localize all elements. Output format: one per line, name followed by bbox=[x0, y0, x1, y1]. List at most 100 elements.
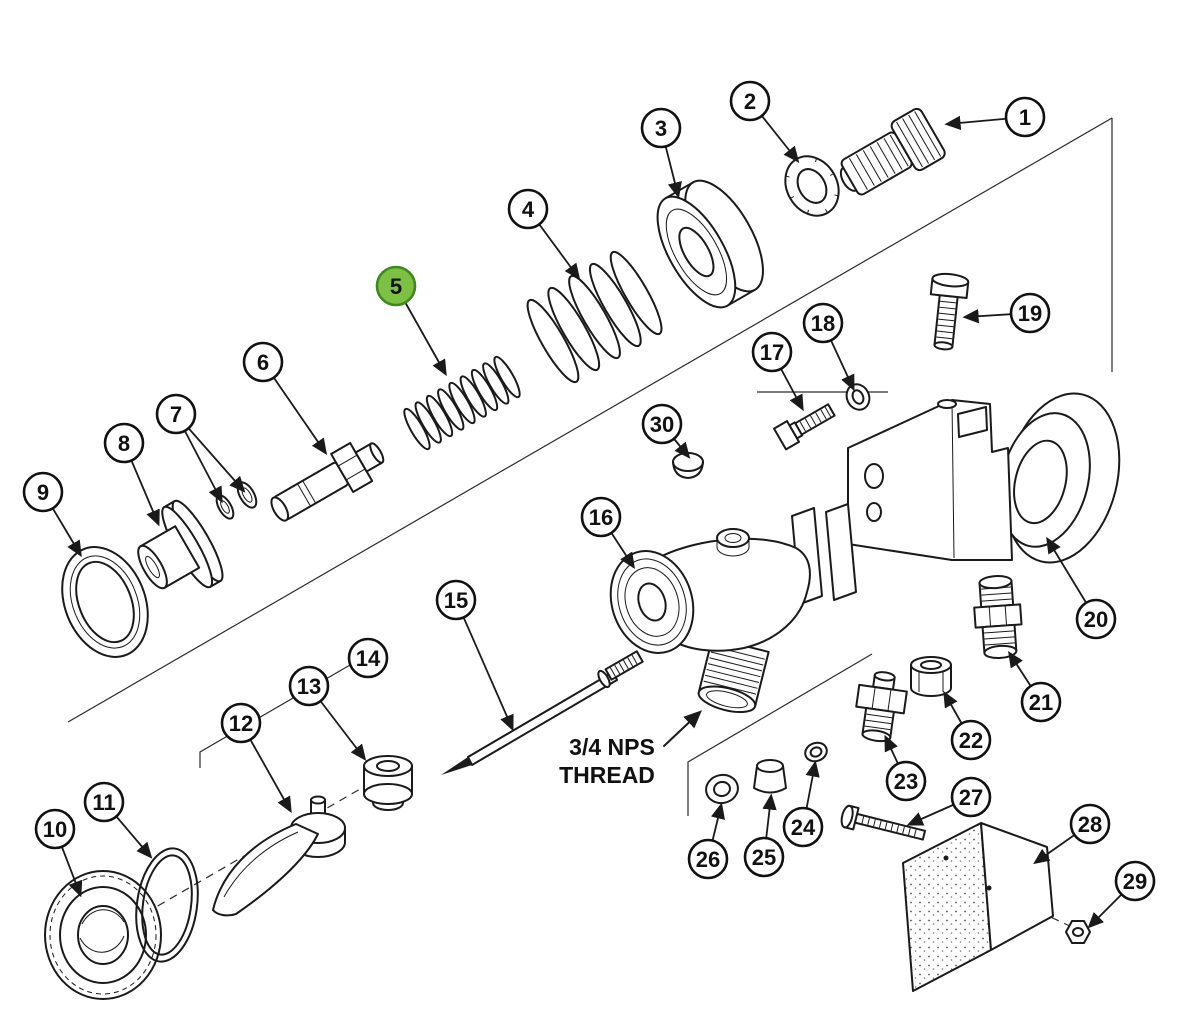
callout-13[interactable]: 13 bbox=[288, 665, 367, 761]
part-20-head-casting bbox=[847, 392, 1121, 564]
callout-circle-26[interactable] bbox=[687, 838, 729, 880]
part-12-trigger-lever bbox=[212, 795, 346, 917]
callout-number-2: 2 bbox=[744, 89, 756, 114]
part-17-screw bbox=[773, 403, 836, 451]
callout-circle-4[interactable] bbox=[507, 188, 549, 230]
callout-number-22: 22 bbox=[959, 728, 983, 753]
part-10-ring-nut bbox=[44, 870, 162, 1000]
callout-circle-20[interactable] bbox=[1075, 598, 1117, 640]
callout-number-23: 23 bbox=[894, 769, 918, 794]
callout-21[interactable]: 21 bbox=[1008, 650, 1062, 723]
callout-circle-16[interactable] bbox=[580, 496, 622, 538]
callout-16[interactable]: 16 bbox=[580, 496, 635, 570]
part-18-lock-washer bbox=[845, 383, 871, 411]
callout-25[interactable]: 25 bbox=[743, 793, 785, 878]
callout-number-9: 9 bbox=[37, 480, 49, 505]
callout-5[interactable]: 5 bbox=[375, 265, 447, 377]
callout-27[interactable]: 27 bbox=[906, 776, 992, 826]
callout-17[interactable]: 17 bbox=[751, 331, 804, 412]
callout-circle-8[interactable] bbox=[103, 422, 145, 464]
callout-9[interactable]: 9 bbox=[22, 471, 82, 558]
callout-circle-17[interactable] bbox=[751, 331, 793, 373]
callout-number-28: 28 bbox=[1078, 812, 1102, 837]
callout-circle-24[interactable] bbox=[782, 806, 824, 848]
part-28-bracket-plate bbox=[902, 822, 1054, 992]
callout-2[interactable]: 2 bbox=[729, 80, 800, 163]
callout-11[interactable]: 11 bbox=[83, 781, 153, 859]
callout-3[interactable]: 3 bbox=[640, 107, 682, 199]
callout-circle-18[interactable] bbox=[802, 302, 844, 344]
callout-number-21: 21 bbox=[1029, 690, 1053, 715]
part-27-machine-screw bbox=[840, 804, 927, 841]
callout-18[interactable]: 18 bbox=[802, 302, 855, 392]
callout-circle-6[interactable] bbox=[242, 341, 284, 383]
callout-circle-29[interactable] bbox=[1114, 860, 1156, 902]
callout-circle-3[interactable] bbox=[640, 107, 682, 149]
callout-7[interactable]: 7 bbox=[155, 393, 246, 504]
callout-circle-21[interactable] bbox=[1020, 681, 1062, 723]
callout-26[interactable]: 26 bbox=[687, 802, 729, 880]
part-13-bushing bbox=[363, 755, 413, 811]
callout-15[interactable]: 15 bbox=[435, 579, 514, 732]
callout-circle-15[interactable] bbox=[435, 579, 477, 621]
callout-number-26: 26 bbox=[696, 847, 720, 872]
callout-6[interactable]: 6 bbox=[242, 341, 328, 455]
callout-number-24: 24 bbox=[791, 815, 816, 840]
callout-circle-2[interactable] bbox=[729, 80, 771, 122]
callout-circle-23[interactable] bbox=[885, 760, 927, 802]
part-19-bolt bbox=[929, 272, 970, 351]
thread-label-line1: 3/4 NPS bbox=[569, 734, 655, 760]
construction-line bbox=[67, 117, 1113, 723]
callout-circle-27[interactable] bbox=[950, 776, 992, 818]
callout-24[interactable]: 24 bbox=[782, 760, 824, 848]
callout-number-20: 20 bbox=[1084, 607, 1108, 632]
part-9-retaining-ring bbox=[61, 546, 149, 658]
part-22-hex-nut bbox=[910, 656, 952, 697]
callout-14[interactable]: 14 bbox=[347, 637, 389, 679]
construction-line bbox=[687, 653, 873, 816]
callout-circle-12[interactable] bbox=[220, 702, 262, 744]
callout-number-29: 29 bbox=[1123, 869, 1147, 894]
part-3-retaining-nut bbox=[656, 179, 764, 309]
callout-10[interactable]: 10 bbox=[34, 808, 83, 898]
callout-30[interactable]: 30 bbox=[641, 403, 691, 459]
callout-22[interactable]: 22 bbox=[943, 690, 992, 761]
part-26-bushing bbox=[705, 773, 739, 805]
callout-23[interactable]: 23 bbox=[884, 734, 927, 802]
callout-number-4: 4 bbox=[522, 197, 535, 222]
part-16-valve-body bbox=[609, 503, 857, 714]
callout-circle-11[interactable] bbox=[83, 781, 125, 823]
callout-circle-1[interactable] bbox=[1004, 96, 1046, 138]
callout-number-17: 17 bbox=[760, 340, 784, 365]
callout-20[interactable]: 20 bbox=[1046, 536, 1117, 640]
callout-circle-14[interactable] bbox=[347, 637, 389, 679]
callout-number-14: 14 bbox=[356, 646, 381, 671]
callout-circle-9[interactable] bbox=[22, 471, 64, 513]
callout-29[interactable]: 29 bbox=[1087, 860, 1156, 929]
callout-12[interactable]: 12 bbox=[220, 702, 292, 814]
callout-circle-22[interactable] bbox=[950, 719, 992, 761]
callout-4[interactable]: 4 bbox=[507, 188, 581, 280]
callout-number-6: 6 bbox=[257, 350, 269, 375]
callout-circle-25[interactable] bbox=[743, 836, 785, 878]
callout-28[interactable]: 28 bbox=[1033, 803, 1111, 865]
part-6-valve-stem bbox=[270, 441, 385, 522]
callout-1[interactable]: 1 bbox=[944, 96, 1046, 138]
callout-number-16: 16 bbox=[589, 505, 613, 530]
part-4-spring-large bbox=[526, 250, 663, 384]
callout-circle-30[interactable] bbox=[641, 403, 683, 445]
callout-number-11: 11 bbox=[92, 790, 115, 815]
callout-circle-7[interactable] bbox=[155, 393, 197, 435]
part-25-packing-plug bbox=[753, 759, 787, 794]
callout-circle-19[interactable] bbox=[1009, 292, 1051, 334]
callout-19[interactable]: 19 bbox=[962, 292, 1051, 334]
part-21-hex-nipple bbox=[973, 574, 1023, 660]
callout-8[interactable]: 8 bbox=[103, 422, 160, 527]
callout-number-25: 25 bbox=[752, 845, 776, 870]
callout-circle-10[interactable] bbox=[34, 808, 76, 850]
callout-circle-28[interactable] bbox=[1069, 803, 1111, 845]
part-5-spring-small bbox=[403, 355, 521, 451]
callout-circle-13[interactable] bbox=[288, 665, 330, 707]
callout-circle-5[interactable] bbox=[375, 265, 417, 307]
